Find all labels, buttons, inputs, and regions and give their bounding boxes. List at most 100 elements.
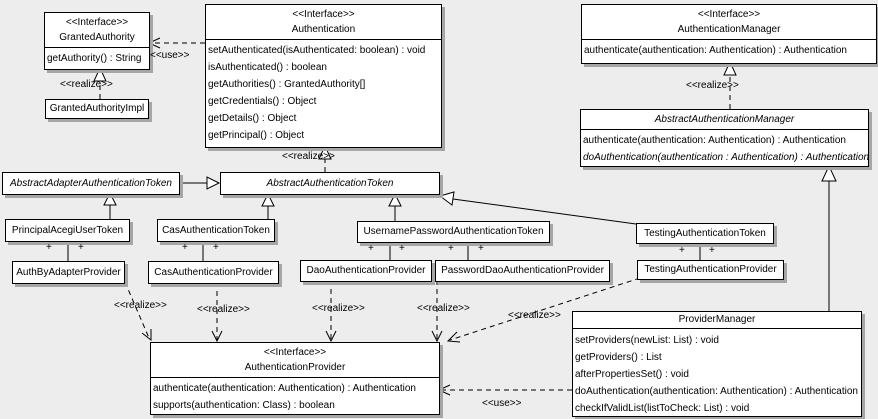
class-abstract-adapter-authentication-token: AbstractAdapterAuthenticationToken [2,172,180,195]
class-abstract-authentication-token: AbstractAuthenticationToken [220,172,440,195]
arrow-triangle-abstracttoken-left [206,176,221,190]
arrow-triangle-authentication [318,144,332,160]
class-testing-authentication-provider: TestingAuthenticationProvider [637,260,784,280]
multiplicity-plus: + [399,243,405,254]
multiplicity-plus: + [709,245,715,256]
multiplicity-plus: + [78,242,84,253]
class-name: ProviderManager [678,314,756,325]
class-header: <<Interface>> GrantedAuthority [45,13,149,48]
edge-label-realize: <<realize>> [60,79,113,90]
method-list: setProviders(newList: List) : void getPr… [573,329,861,416]
class-name: PasswordDaoAuthenticationProvider [441,265,604,276]
class-name: CasAuthenticationProvider [154,266,273,278]
method: getProviders() : List [575,352,662,363]
edge-label-use: <<use>> [482,398,522,409]
arrow-triangle-adaptertoken [103,191,117,206]
method: doAuthentication(authentication: Authent… [575,386,858,397]
multiplicity-plus: + [448,243,454,254]
arrow-triangle-abstracttoken-username [388,192,402,207]
class-header: <<Interface>> AuthenticationManager [582,5,876,40]
arrow-open-daoprovider [325,330,337,343]
edge-label-realize: <<realize>> [417,303,470,314]
edge-label-realize: <<realize>> [312,303,365,314]
arrow-triangle-abstracttoken-cas [261,192,275,207]
method-list: getAuthority() : String [45,48,149,67]
multiplicity-plus: + [182,242,188,253]
method: getCredentials() : Object [208,96,317,107]
method: authenticate(authentication: Authenticat… [584,45,847,56]
method: getPrincipal() : Object [208,130,305,141]
class-username-password-authentication-token: UsernamePasswordAuthenticationToken [357,221,550,243]
method: isAuthenticated() : boolean [208,62,327,73]
edge-label-realize: <<realize>> [114,300,167,311]
edge-realize-testingprovider [449,277,641,341]
class-name: TestingAuthenticationProvider [644,264,777,275]
stereotype-label: <<Interface>> [292,9,355,20]
arrow-triangle-abstractmanager [821,164,837,182]
method: setAuthenticated(isAuthenticated: boolea… [208,45,426,56]
method: getAuthority() : String [47,53,142,64]
class-name: AbstractAdapterAuthenticationToken [10,177,172,189]
method-abstract: doAuthentication(authentication : Authen… [583,152,869,163]
class-name: GrantedAuthorityImpl [49,103,145,114]
class-principal-acegi-user-token: PrincipalAcegiUserToken [5,219,130,242]
edge-label-realize: <<realize>> [508,310,561,321]
arrow-triangle-abstracttoken-right [438,191,455,206]
class-provider-manager: ProviderManager setProviders(newList: Li… [572,311,862,417]
edge-label-realize: <<realize>> [197,304,250,315]
edge-label-use: <<use>> [150,50,190,61]
stereotype-label: <<Interface>> [697,9,761,20]
method: supports(authentication: Class) : boolea… [153,400,335,411]
class-header: ProviderManager [573,312,861,329]
method-list: authenticate(authentication: Authenticat… [151,378,439,414]
class-name: TestingAuthenticationToken [644,227,766,239]
class-auth-by-adapter-provider: AuthByAdapterProvider [12,261,125,284]
multiplicity-plus: + [46,242,52,253]
arrow-triangle-grantedauthority [93,66,107,82]
arrow-open-passworddaoprovider [431,330,443,343]
class-name: AbstractAuthenticationManager [654,114,795,125]
class-name: PrincipalAcegiUserToken [11,224,124,236]
multiplicity-plus: + [368,243,374,254]
class-name: AbstractAuthenticationToken [266,177,394,189]
class-name: GrantedAuthority [59,32,135,43]
class-testing-authentication-token: TestingAuthenticationToken [636,223,774,244]
class-cas-authentication-token: CasAuthenticationToken [157,219,275,242]
class-dao-authentication-provider: DaoAuthenticationProvider [300,260,432,282]
class-cas-authentication-provider: CasAuthenticationProvider [148,261,279,284]
arrow-open-authbyadapter [141,329,152,342]
arrow-open-testingprovider [446,331,461,343]
method: authenticate(authentication: Authenticat… [583,135,846,146]
method: getDetails() : Object [208,113,297,124]
method-list: authenticate(authentication: Authenticat… [581,130,868,166]
class-header: AbstractAuthenticationManager [581,110,868,130]
method-list: authenticate(authentication: Authenticat… [582,40,876,59]
class-authentication-manager: <<Interface>> AuthenticationManager auth… [581,4,877,64]
method: authenticate(authentication: Authenticat… [153,383,416,394]
class-name: UsernamePasswordAuthenticationToken [363,226,544,237]
arrow-triangle-authenticationmanager [723,60,737,76]
class-name: AuthenticationManager [677,24,781,35]
class-name: Authentication [291,24,356,35]
class-header: <<Interface>> AuthenticationProvider [151,343,439,378]
class-password-dao-authentication-provider: PasswordDaoAuthenticationProvider [435,260,610,282]
class-granted-authority-impl: GrantedAuthorityImpl [45,99,149,119]
method: checkIfValidList(listToCheck: List) : vo… [575,403,750,414]
method: afterPropertiesSet() : void [575,369,689,380]
class-name: CasAuthenticationToken [162,224,270,236]
stereotype-label: <<Interface>> [65,17,129,28]
arrow-open-casprovider [211,330,223,343]
class-abstract-authentication-manager: AbstractAuthenticationManager authentica… [580,109,869,167]
class-name: AuthenticationProvider [244,362,346,373]
edge-label-realize: <<realize>> [686,80,739,91]
edge-realize-authbyadapter [124,281,150,339]
multiplicity-plus: + [679,245,685,256]
method: getAuthorities() : GrantedAuthority[] [208,79,366,90]
class-authentication: <<Interface>> Authentication setAuthenti… [205,4,442,148]
class-name: AuthByAdapterProvider [16,266,121,278]
class-granted-authority: <<Interface>> GrantedAuthority getAuthor… [44,12,150,70]
method: setProviders(newList: List) : void [575,335,719,346]
class-name: DaoAuthenticationProvider [306,265,426,276]
